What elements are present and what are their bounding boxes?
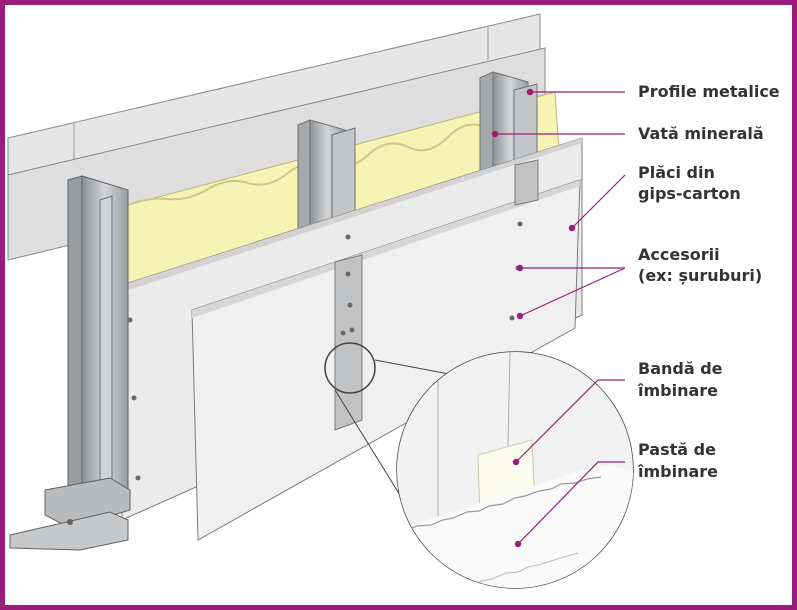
label-accessories-line1: Accesorii bbox=[638, 245, 720, 264]
zoom-detail bbox=[396, 351, 634, 589]
leader-lines bbox=[495, 91, 626, 545]
label-mineral-wool: Vată minerală bbox=[638, 124, 764, 143]
zoom-source-circle bbox=[324, 342, 376, 394]
label-tape-line2: îmbinare bbox=[637, 381, 718, 400]
screws bbox=[127, 221, 523, 481]
label-boards-line2: gips-carton bbox=[638, 184, 741, 203]
label-tape-line1: Bandă de bbox=[638, 359, 723, 378]
joint-paste bbox=[397, 465, 633, 588]
gypsum-board-layer-2 bbox=[191, 179, 581, 541]
metal-stud-left bbox=[9, 175, 131, 551]
label-metal-profiles: Profile metalice bbox=[638, 82, 780, 101]
label-paste-line1: Pastă de bbox=[638, 440, 716, 459]
leader-dots bbox=[491, 88, 576, 548]
label-paste-line2: îmbinare bbox=[637, 462, 718, 481]
label-boards-line1: Plăci din bbox=[638, 163, 715, 182]
label-accessories-line2: (ex: șuruburi) bbox=[638, 266, 762, 285]
